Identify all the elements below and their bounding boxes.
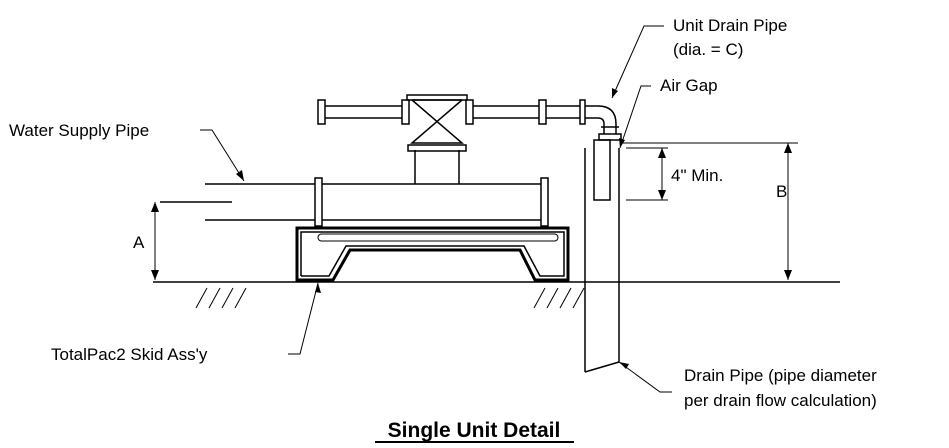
dimension-four-inch — [626, 147, 668, 201]
water-supply-pipe-label: Water Supply Pipe — [9, 121, 149, 140]
ground — [153, 281, 840, 309]
unit-drain-pipe-label: Unit Drain Pipe — [673, 16, 787, 35]
water-supply-pipe — [160, 144, 549, 227]
dimension-a — [151, 202, 159, 280]
leaders — [200, 25, 672, 393]
drain-pipe-label: Drain Pipe (pipe diameter — [684, 366, 877, 385]
dimension-b — [622, 142, 798, 280]
skid-assembly — [295, 226, 570, 282]
diagram-title: Single Unit Detail — [388, 419, 561, 442]
air-gap-label: Air Gap — [660, 76, 718, 95]
drain-pipe — [584, 148, 620, 373]
skid-assembly-label: TotalPac2 Skid Ass'y — [51, 345, 208, 364]
dimension-b-label: B — [776, 182, 787, 201]
drain-pipe-calc-label: per drain flow calculation) — [684, 391, 877, 410]
unit-drain-pipe-dia-label: (dia. = C) — [673, 40, 743, 59]
four-inch-min-label: 4" Min. — [671, 166, 723, 185]
upper-pipe-valve — [317, 94, 622, 201]
dimension-a-label: A — [133, 233, 145, 252]
